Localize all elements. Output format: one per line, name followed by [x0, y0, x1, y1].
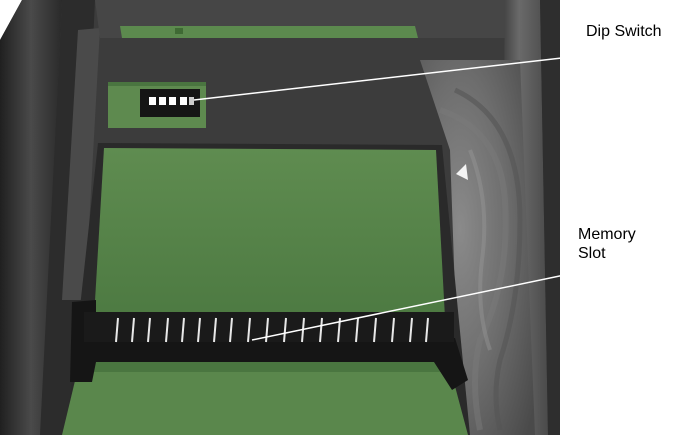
main-pcb: [62, 143, 470, 435]
top-pcb-strip: [120, 26, 418, 38]
dip-switch-icon: [140, 89, 200, 117]
memory-slot-label-line1: Memory: [578, 225, 636, 244]
dip-switch-label: Dip Switch: [586, 22, 662, 41]
memory-slot-label: Memory Slot: [578, 225, 636, 263]
memory-slot-label-line2: Slot: [578, 244, 636, 263]
